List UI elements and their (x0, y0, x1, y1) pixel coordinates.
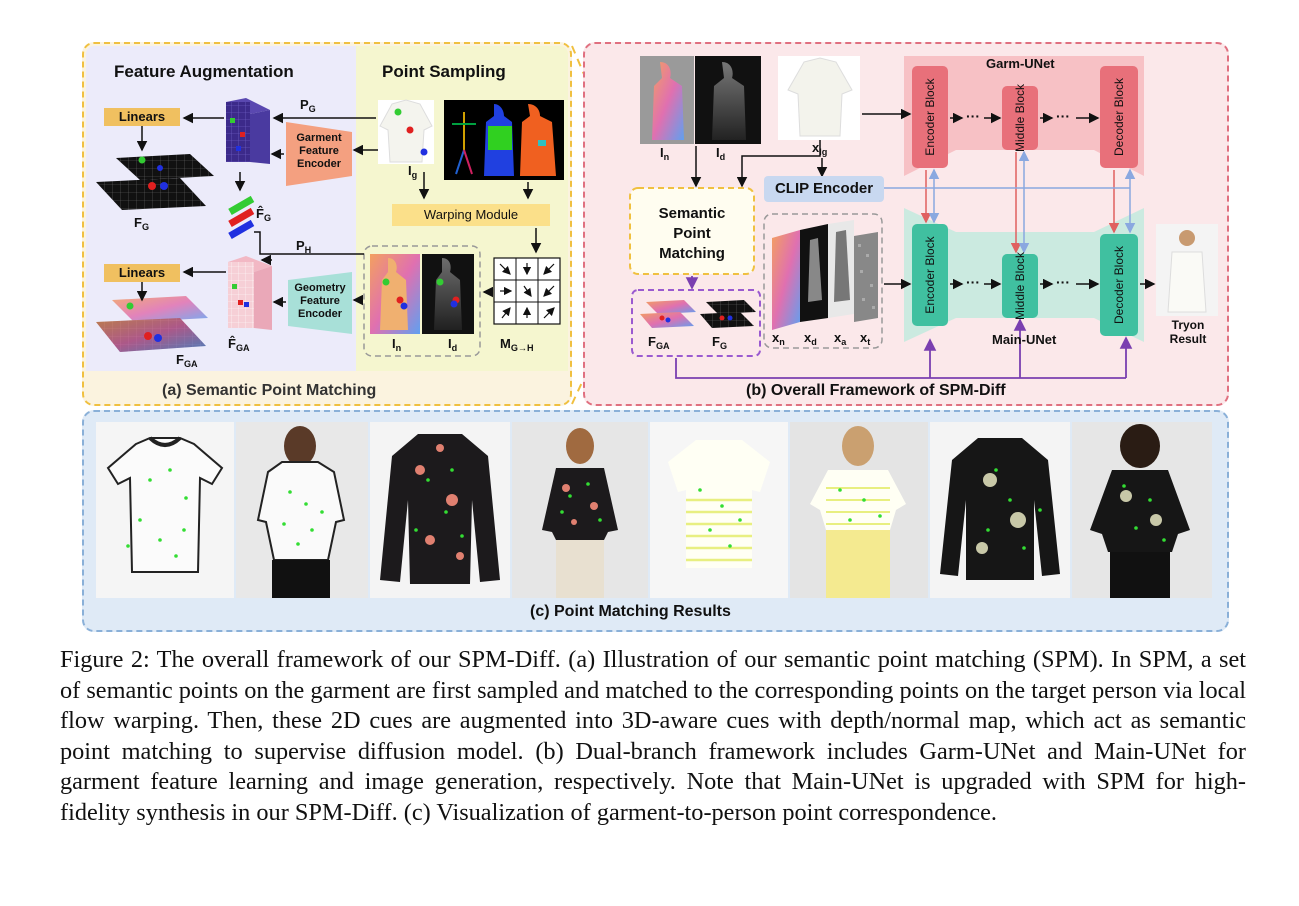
fg-grid-stack (96, 154, 214, 210)
main-dots-2: ··· (1056, 274, 1070, 290)
garm-to-main-arrows (920, 152, 1120, 254)
tryon-line-1: Tryon (1171, 318, 1205, 332)
main-unet-title: Main-UNet (992, 332, 1057, 347)
tryon-line-2: Result (1169, 332, 1207, 346)
clip-encoder-box: CLIP Encoder (764, 176, 884, 202)
ig-label: Ig (408, 163, 418, 181)
geometry-enc-line-2: Feature (300, 295, 340, 307)
pg-feature-cube (226, 98, 270, 164)
panel-a-title: (a) Semantic Point Matching (162, 382, 377, 399)
result-image-6 (790, 422, 928, 598)
geometry-enc-line-1: Geometry (294, 282, 346, 294)
garment-feature-encoder-shape (286, 122, 352, 186)
panel-c-title: (c) Point Matching Results (530, 603, 731, 620)
tryon-result-label: Tryon Result (1158, 318, 1218, 346)
fga-grid-stack (96, 296, 208, 352)
main-dots-1: ··· (966, 274, 980, 290)
fga-fg-box (631, 289, 761, 357)
xlg-label: xlg (812, 140, 828, 158)
garment-enc-line-1: Garment (296, 132, 342, 144)
spm-line-1: Semantic (658, 205, 726, 222)
clip-arrows (884, 150, 1136, 254)
in-id-images-a (370, 254, 474, 334)
in-id-dashed-box (363, 245, 481, 357)
ig-garment-image (378, 99, 434, 164)
id-label-b: Id (716, 145, 726, 163)
garm-encoder-block (912, 66, 948, 168)
in-id-images-b (640, 56, 761, 144)
xd-label: xd (804, 330, 817, 348)
fga-label: FGA (176, 352, 198, 370)
feature-augmentation-title: Feature Augmentation (114, 62, 294, 81)
fg-label: FG (134, 215, 150, 233)
panel-b-title: (b) Overall Framework of SPM-Diff (746, 382, 1006, 399)
garm-unet-title: Garm-UNet (986, 56, 1055, 71)
xn-label: xn (772, 330, 785, 348)
geometry-feature-encoder-shape (288, 272, 352, 334)
clip-encoder-label: CLIP Encoder (774, 180, 874, 197)
id-label-a: Id (448, 336, 458, 354)
ph-label: PH (296, 238, 312, 256)
geometry-enc-line-3: Encoder (297, 308, 342, 320)
garm-dots-2: ··· (1056, 108, 1070, 124)
input-stack-images (772, 220, 878, 330)
flow-warp-matrix (493, 257, 561, 325)
xlg-garment-image (778, 56, 860, 140)
fg-hat-bars (228, 195, 255, 239)
xt-label: xt (860, 330, 871, 348)
spm-box (629, 187, 755, 275)
fga-label-b: FGA (648, 334, 670, 352)
main-middle-block (1002, 254, 1038, 318)
spm-line-2: Point (673, 225, 711, 242)
result-image-2 (236, 422, 368, 598)
result-image-3 (370, 422, 510, 598)
linears-bottom-label: Linears (118, 265, 166, 280)
point-sampling-title: Point Sampling (382, 62, 506, 81)
warping-module-label: Warping Module (423, 207, 519, 222)
result-image-1 (96, 422, 234, 598)
main-decoder-block (1100, 234, 1138, 336)
input-stack-box (763, 213, 883, 349)
geometry-feature-encoder-label: Geometry Feature Encoder (288, 282, 352, 321)
in-label-a: In (392, 336, 402, 354)
pose-seg-images (444, 100, 564, 180)
xa-label: xa (834, 330, 847, 348)
result-image-8 (1072, 422, 1212, 598)
linears-bottom-box: Linears (104, 264, 180, 282)
figure-caption: Figure 2: The overall framework of our S… (60, 646, 1246, 826)
linears-top-label: Linears (118, 109, 166, 124)
linears-top-box: Linears (104, 108, 180, 126)
fg-label-b: FG (712, 334, 728, 352)
garment-enc-line-3: Encoder (296, 158, 341, 170)
garm-dots-1: ··· (966, 108, 980, 124)
result-image-5 (650, 422, 788, 598)
fga-hat-cube (228, 256, 272, 330)
result-image-4 (512, 422, 648, 598)
main-encoder-block (912, 224, 948, 326)
tryon-result-image (1156, 224, 1218, 316)
warping-module-box: Warping Module (392, 204, 550, 226)
m-label: MG→H (500, 336, 534, 354)
garm-decoder-block (1100, 66, 1138, 168)
spm-injection-lines (675, 276, 1133, 379)
panel-a-arrows (136, 112, 542, 308)
fga-hat-label: F̂GA (228, 336, 250, 354)
in-label-b: In (660, 145, 670, 163)
garm-middle-block (1002, 86, 1038, 150)
garment-feature-encoder-label: Garment Feature Encoder (286, 132, 352, 171)
spm-line-3: Matching (659, 245, 725, 262)
fga-fg-mini-grids (640, 300, 756, 328)
panel-b-arrows (690, 108, 1156, 290)
result-image-7 (930, 422, 1070, 598)
fg-hat-label: F̂G (256, 206, 272, 224)
spm-box-label: Semantic Point Matching (630, 204, 754, 264)
pg-label: PG (300, 97, 316, 115)
garment-enc-line-2: Feature (299, 145, 339, 157)
